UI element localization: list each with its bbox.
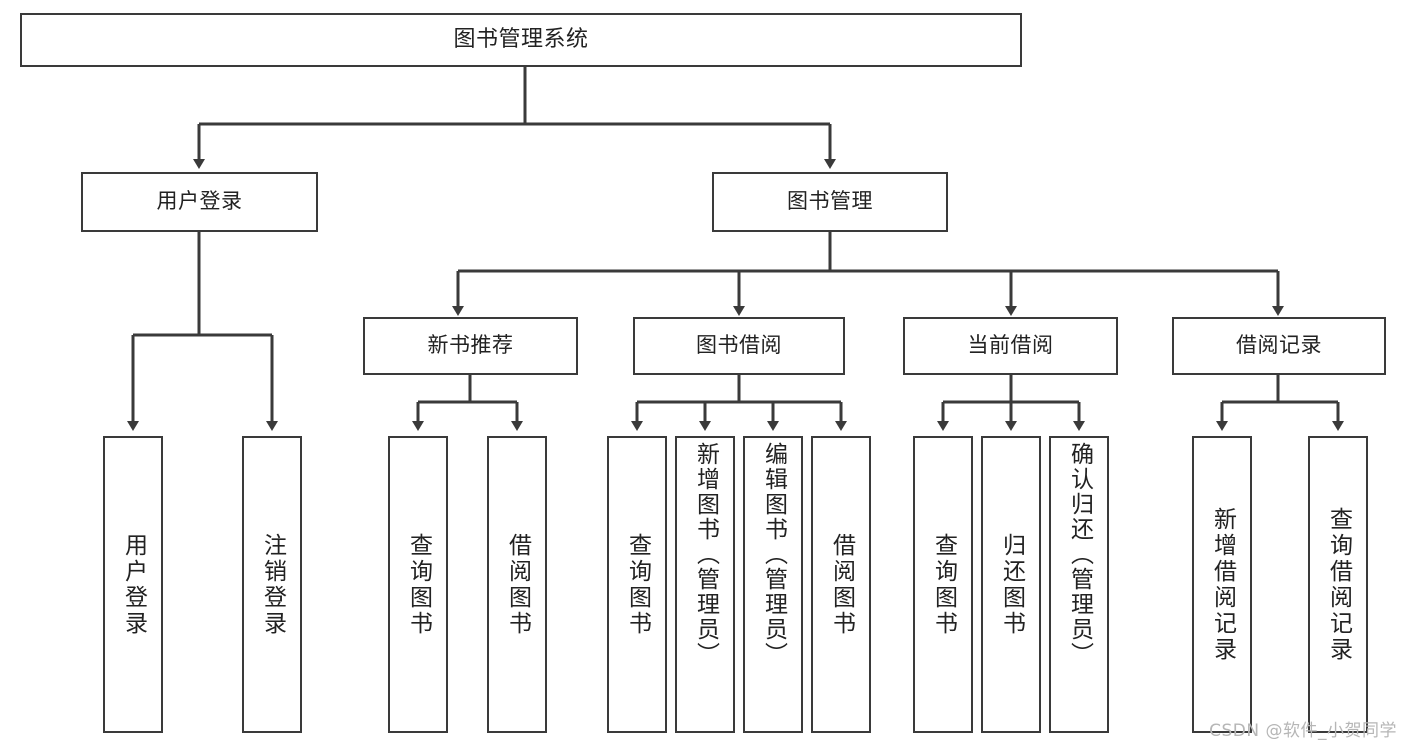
leaf-confirm-return-admin[interactable]: 确认归还（管理员） xyxy=(1049,436,1109,733)
node-label: 新增借阅记录 xyxy=(1209,506,1236,663)
leaf-borrow-book[interactable]: 借阅图书 xyxy=(811,436,871,733)
node-user-login[interactable]: 用户登录 xyxy=(81,172,318,232)
node-label: 图书管理 xyxy=(787,189,873,214)
node-label: 用户登录 xyxy=(156,189,243,214)
node-borrow-record[interactable]: 借阅记录 xyxy=(1172,317,1386,375)
leaf-return-book[interactable]: 归还图书 xyxy=(981,436,1041,733)
leaf-query-book-borrow[interactable]: 查询图书 xyxy=(607,436,667,733)
leaf-borrow-book-recommend[interactable]: 借阅图书 xyxy=(487,436,547,733)
node-label: 用户登录 xyxy=(120,532,147,637)
node-root-system[interactable]: 图书管理系统 xyxy=(20,13,1022,67)
node-label: 新书推荐 xyxy=(427,333,514,358)
node-label: 编辑图书（管理员） xyxy=(760,442,787,667)
leaf-edit-book-admin[interactable]: 编辑图书（管理员） xyxy=(743,436,803,733)
node-label: 借阅图书 xyxy=(828,532,855,637)
node-new-book-recommend[interactable]: 新书推荐 xyxy=(363,317,578,375)
node-label: 新增图书（管理员） xyxy=(692,442,719,667)
node-label: 图书借阅 xyxy=(696,333,782,358)
leaf-query-borrow-record[interactable]: 查询借阅记录 xyxy=(1308,436,1368,733)
leaf-user-login[interactable]: 用户登录 xyxy=(103,436,163,733)
node-label: 图书管理系统 xyxy=(453,26,589,52)
leaf-query-book-recommend[interactable]: 查询图书 xyxy=(388,436,448,733)
node-label: 注销登录 xyxy=(259,532,286,637)
watermark: CSDN @软件_小贺同学 xyxy=(1209,721,1397,741)
node-label: 借阅图书 xyxy=(504,532,531,637)
leaf-add-borrow-record[interactable]: 新增借阅记录 xyxy=(1192,436,1252,733)
leaf-add-book-admin[interactable]: 新增图书（管理员） xyxy=(675,436,735,733)
node-current-borrow[interactable]: 当前借阅 xyxy=(903,317,1118,375)
leaf-query-book-current[interactable]: 查询图书 xyxy=(913,436,973,733)
leaf-logout[interactable]: 注销登录 xyxy=(242,436,302,733)
node-label: 借阅记录 xyxy=(1236,333,1322,358)
node-label: 确认归还（管理员） xyxy=(1066,442,1093,667)
node-book-management[interactable]: 图书管理 xyxy=(712,172,948,232)
node-label: 查询图书 xyxy=(624,532,651,637)
node-label: 当前借阅 xyxy=(967,333,1054,358)
node-label: 查询借阅记录 xyxy=(1325,506,1352,663)
node-label: 查询图书 xyxy=(930,532,957,637)
node-book-borrow[interactable]: 图书借阅 xyxy=(633,317,845,375)
node-label: 查询图书 xyxy=(405,532,432,637)
node-label: 归还图书 xyxy=(998,532,1025,637)
